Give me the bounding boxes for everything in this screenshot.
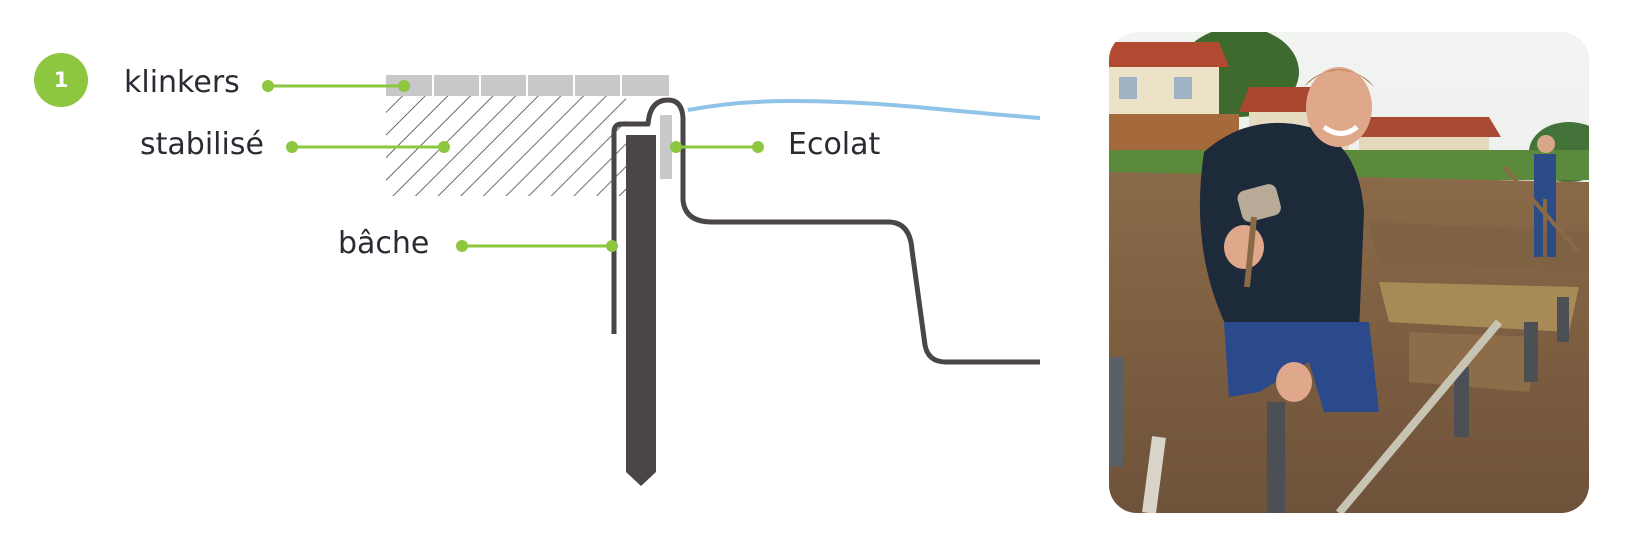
label-ecolat: Ecolat xyxy=(788,127,881,162)
step-number: 1 xyxy=(53,68,69,92)
main-worker xyxy=(1199,67,1379,412)
label-bache: bâche xyxy=(338,226,430,261)
label-klinkers: klinkers xyxy=(124,65,240,100)
pond-liner xyxy=(611,97,1040,365)
photo-worker-hammering-stakes xyxy=(1109,32,1589,513)
klinkers-pavers xyxy=(386,75,669,96)
leader-klinkers xyxy=(262,80,410,92)
step-number-badge: 1 xyxy=(34,53,88,107)
pond-edge-diagram xyxy=(262,75,1041,486)
leader-bache xyxy=(456,240,618,252)
stake xyxy=(626,135,656,486)
background-worker xyxy=(1502,135,1581,257)
water-surface-line xyxy=(687,98,1041,120)
label-stabilise: stabilisé xyxy=(140,127,264,162)
leader-stabilise xyxy=(286,141,450,153)
ecolat-edge-strip xyxy=(660,115,672,179)
leader-ecolat xyxy=(670,141,764,153)
